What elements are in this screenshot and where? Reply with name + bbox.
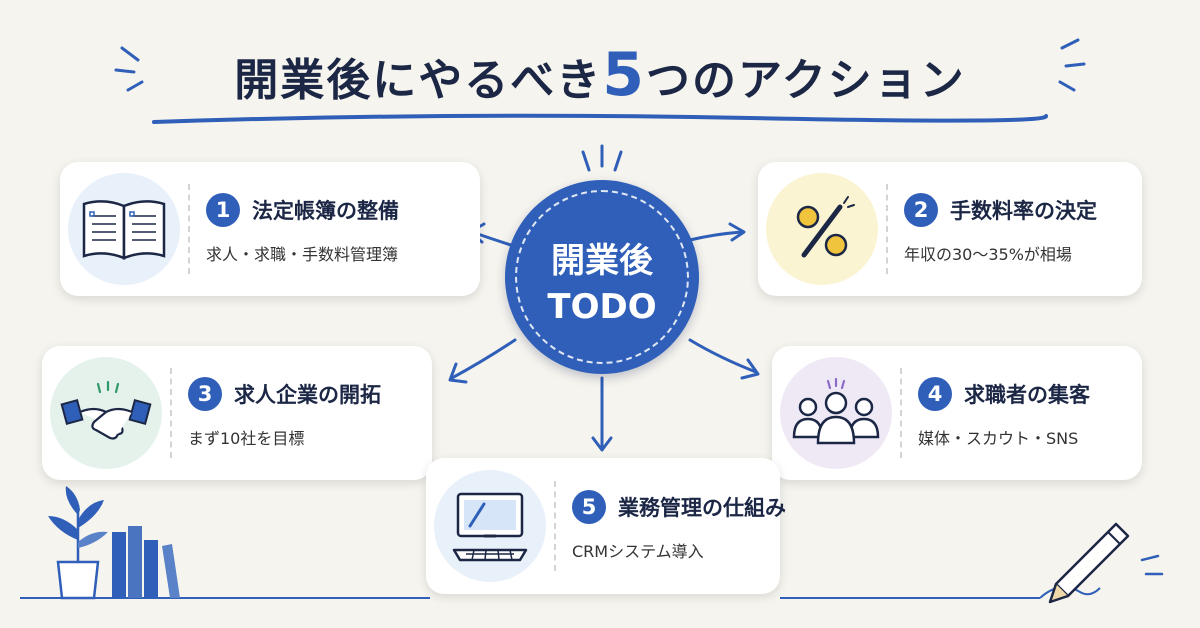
action-card-3: 3 求人企業の開拓 まず10社を目標 xyxy=(42,346,432,480)
hub-sparkle-icon xyxy=(581,144,623,172)
step-number-badge: 5 xyxy=(572,490,606,524)
hub-line-1: 開業後 xyxy=(551,241,653,281)
title-text-after: つのアクション xyxy=(645,55,966,106)
card-title: 業務管理の仕組み xyxy=(618,496,786,520)
arrow-to-card-3 xyxy=(448,338,517,384)
people-group-icon xyxy=(792,377,880,445)
card-title: 手数料率の決定 xyxy=(950,199,1097,223)
card-title: 求職者の集客 xyxy=(964,383,1090,407)
step-number-badge: 2 xyxy=(904,193,938,227)
title-text-before: 開業後にやるべき xyxy=(234,55,603,106)
pencil-illustration xyxy=(780,522,1164,604)
card-subtitle: まず10社を目標 xyxy=(188,429,305,448)
handshake-icon xyxy=(60,380,152,440)
plant-books-illustration xyxy=(20,486,430,600)
card-title: 法定帳簿の整備 xyxy=(252,199,399,223)
arrow-to-card-4 xyxy=(688,338,760,380)
card-subtitle: 媒体・スカウト・SNS xyxy=(918,429,1079,448)
title-number: 5 xyxy=(602,40,646,110)
arrow-to-card-5 xyxy=(591,376,613,452)
hub-line-2: TODO xyxy=(547,287,657,327)
page-title: 開業後にやるべき5つのアクション xyxy=(0,40,1200,110)
action-card-5: 5 業務管理の仕組み CRMシステム導入 xyxy=(426,458,786,594)
step-number-badge: 3 xyxy=(188,377,222,411)
computer-icon xyxy=(452,492,528,562)
card-subtitle: CRMシステム導入 xyxy=(572,542,704,561)
percent-icon xyxy=(796,196,855,258)
action-card-2: 2 手数料率の決定 年収の30〜35%が相場 xyxy=(758,162,1142,296)
card-subtitle: 年収の30〜35%が相場 xyxy=(904,245,1072,264)
action-card-4: 4 求職者の集客 媒体・スカウト・SNS xyxy=(772,346,1142,480)
action-card-1: 1 法定帳簿の整備 求人・求職・手数料管理簿 xyxy=(60,162,480,296)
card-title: 求人企業の開拓 xyxy=(234,383,381,407)
title-underline xyxy=(152,113,1049,124)
hub-circle: 開業後 TODO xyxy=(505,180,699,374)
step-number-badge: 1 xyxy=(206,193,240,227)
ledger-book-icon xyxy=(82,200,166,260)
card-subtitle: 求人・求職・手数料管理簿 xyxy=(206,245,399,264)
step-number-badge: 4 xyxy=(918,377,952,411)
